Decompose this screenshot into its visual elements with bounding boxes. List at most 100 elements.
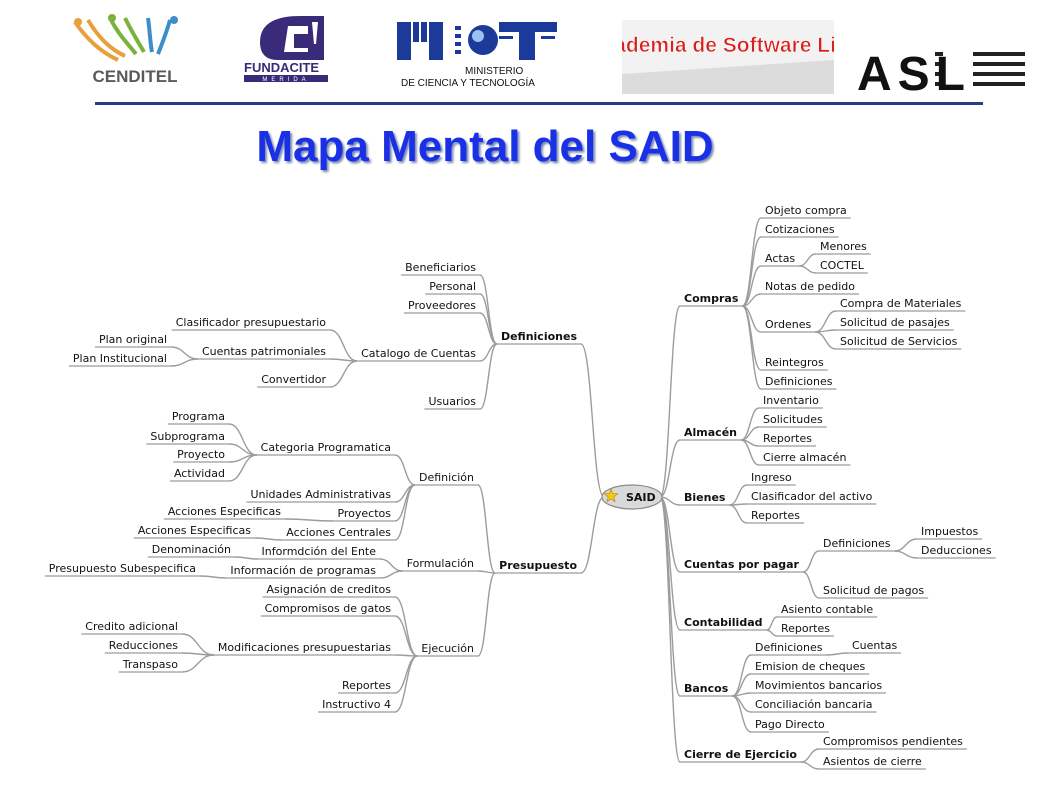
connector-line	[284, 518, 334, 522]
connector-line	[580, 343, 605, 498]
connector-line	[799, 253, 817, 267]
fundacite-logo-sub: MERIDA	[262, 77, 309, 83]
map-node-ejecucion: Ejecución	[421, 642, 474, 655]
map-node-actas: Actas	[765, 252, 795, 265]
map-node-acciones-especificas: Acciones Especificas	[138, 524, 251, 537]
connector-line	[394, 615, 418, 657]
connector-line	[170, 358, 198, 367]
connector-line	[181, 654, 214, 673]
map-node-formulacion: Formulación	[407, 557, 474, 570]
connector-line	[479, 343, 498, 410]
map-node-definicion: Definición	[419, 471, 474, 484]
connector-line	[742, 293, 762, 307]
connector-line	[659, 496, 681, 697]
connector-line	[799, 265, 817, 274]
connector-line	[729, 504, 748, 524]
map-node-pago-directo: Pago Directo	[755, 718, 825, 731]
map-node-definiciones: Definiciones	[755, 641, 823, 654]
map-node-convertidor: Convertidor	[261, 373, 326, 386]
map-node-denominacion: Denominación	[152, 543, 231, 556]
star-icon	[603, 488, 619, 503]
connector-line	[254, 537, 283, 541]
map-node-notas-de-pedido: Notas de pedido	[765, 280, 855, 293]
map-node-catalogo-de-cuentas: Catalogo de Cuentas	[361, 347, 476, 360]
connector-line	[234, 556, 258, 560]
map-node-reportes: Reportes	[342, 679, 391, 692]
connector-line	[800, 761, 820, 770]
connector-line	[729, 484, 748, 506]
map-node-impuestos: Impuestos	[921, 525, 978, 538]
map-node-modificaciones-presupuestarias: Modificaciones presupuestarias	[218, 641, 391, 654]
map-node-clasificador-del-activo: Clasificador del activo	[751, 490, 873, 503]
map-node-emision-de-cheques: Emision de cheques	[755, 660, 865, 673]
map-node-transpaso: Transpaso	[122, 658, 179, 671]
connector-line	[766, 616, 778, 631]
map-node-solicitudes: Solicitudes	[763, 413, 823, 426]
map-node-reportes: Reportes	[751, 509, 800, 522]
connector-line	[477, 484, 496, 574]
map-node-conciliacion-bancaria: Conciliación bancaria	[755, 698, 872, 711]
map-node-asignacion-de-creditos: Asignación de creditos	[267, 583, 392, 596]
connector-line	[802, 571, 820, 599]
map-node-solicitud-de-servicios: Solicitud de Servicios	[840, 335, 958, 348]
connector-line	[199, 575, 227, 579]
map-node-cotizaciones: Cotizaciones	[765, 223, 835, 236]
map-node-inventario: Inventario	[763, 394, 819, 407]
connector-line	[659, 439, 681, 498]
connector-line	[479, 293, 498, 345]
connector-line	[741, 305, 762, 390]
map-node-personal: Personal	[429, 280, 476, 293]
connector-line	[741, 305, 762, 371]
map-node-usuarios: Usuarios	[428, 395, 476, 408]
connector-line	[379, 570, 403, 579]
map-node-clasificador-presupuestario: Clasificador presupuestario	[176, 316, 327, 329]
map-node-plan-original: Plan original	[99, 333, 167, 346]
connector-line	[800, 748, 820, 763]
map-node-definiciones: Definiciones	[765, 375, 833, 388]
map-node-reportes: Reportes	[763, 432, 812, 445]
connector-line	[741, 217, 762, 307]
map-center-node: SAID	[601, 484, 663, 510]
map-node-acciones-centrales: Acciones Centrales	[286, 526, 391, 539]
connector-line	[802, 550, 820, 573]
connector-line	[181, 633, 214, 656]
map-node-compromisos-de-gatos: Compromisos de gatos	[265, 602, 392, 615]
map-node-bienes: Bienes	[684, 491, 726, 504]
asl-banner: Academia de Software Libre	[622, 20, 834, 94]
map-node-cuentas: Cuentas	[852, 639, 897, 652]
header-divider	[95, 102, 983, 105]
connector-line	[329, 329, 358, 362]
map-node-movimientos-bancarios: Movimientos bancarios	[755, 679, 882, 692]
center-node-bubble	[601, 484, 663, 510]
map-node-presupuesto: Presupuesto	[499, 559, 577, 572]
map-node-plan-institucional: Plan Institucional	[73, 352, 167, 365]
map-node-cuentas-patrimoniales: Cuentas patrimoniales	[202, 345, 326, 358]
map-node-subprograma: Subprograma	[150, 430, 225, 443]
connector-line	[659, 496, 681, 763]
connector-line	[394, 596, 418, 657]
connector-line	[732, 695, 752, 713]
asl-banner-text: Academia de Software Libre	[622, 34, 834, 57]
connector-line	[766, 629, 778, 637]
connector-line	[477, 572, 496, 657]
map-node-proyectos: Proyectos	[337, 507, 391, 520]
center-node-label: SAID	[626, 491, 656, 504]
connector-line	[170, 346, 198, 360]
connector-line	[394, 655, 418, 713]
map-node-almacen: Almacén	[684, 426, 737, 439]
map-node-informacion-de-programas: Información de programas	[230, 564, 376, 577]
connector-line	[479, 312, 498, 345]
asl-logo: ASL	[857, 46, 1025, 98]
mct-logo-line2: DE CIENCIA Y TECNOLOGÍA	[401, 76, 535, 89]
connector-line	[826, 652, 849, 656]
map-node-reducciones: Reducciones	[109, 639, 178, 652]
header-bar: CENDITEL FUNDACITE MERIDA MINISTERIO DE …	[0, 0, 1058, 110]
map-node-ingreso: Ingreso	[751, 471, 792, 484]
connector-line	[659, 305, 681, 498]
map-node-bancos: Bancos	[684, 682, 729, 695]
mct-logo: MINISTERIO DE CIENCIA Y TECNOLOGÍA	[397, 20, 557, 89]
map-node-cuentas-por-pagar: Cuentas por pagar	[684, 558, 800, 571]
fundacite-logo: FUNDACITE MERIDA	[244, 16, 328, 83]
map-node-acciones-especificas: Acciones Especificas	[168, 505, 281, 518]
connector-line	[815, 310, 837, 333]
